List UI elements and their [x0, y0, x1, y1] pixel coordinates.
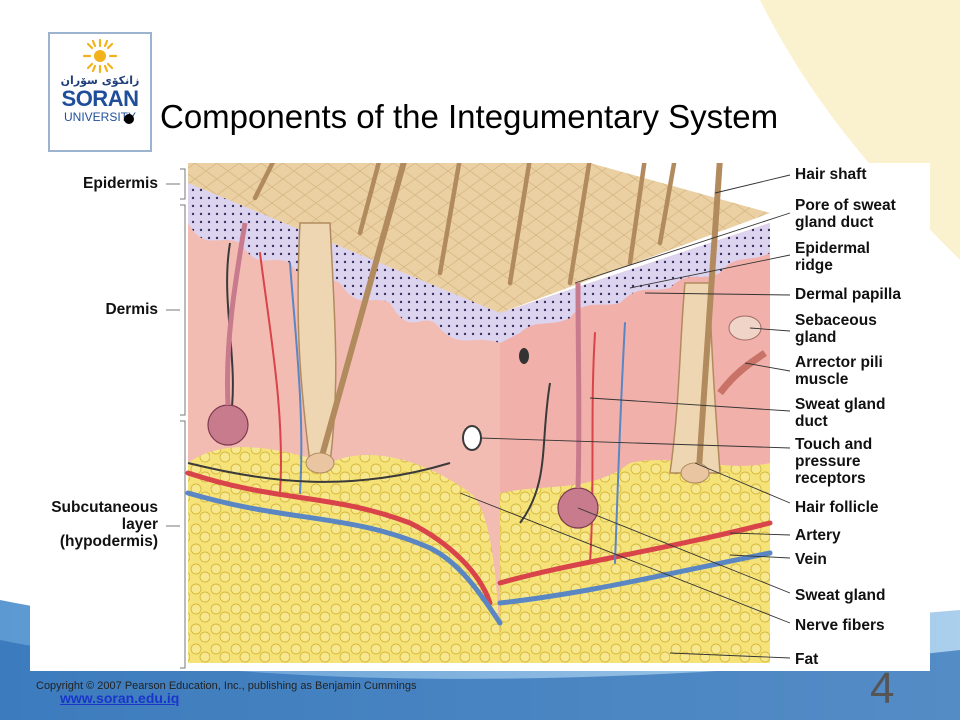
label-hair-shaft: Hair shaft: [795, 166, 867, 183]
label-subcutaneous: Subcutaneous layer (hypodermis): [51, 499, 158, 550]
slide-title: Components of the Integumentary System: [160, 98, 779, 135]
label-artery: Artery: [795, 527, 841, 544]
title-bullet: [124, 114, 134, 124]
layer-brackets: [166, 168, 186, 669]
logo-subtitle: UNIVERSITY: [63, 110, 136, 124]
label-hair-follicle: Hair follicle: [795, 499, 879, 516]
surface-hairs: [252, 155, 678, 286]
university-logo: زانكۆی سۆران SORAN UNIVERSITY: [48, 32, 152, 152]
university-url-link[interactable]: www.soran.edu.iq: [60, 690, 180, 706]
label-nerve-fibers: Nerve fibers: [795, 617, 885, 634]
sun-icon: [82, 38, 118, 74]
label-dermal-papilla: Dermal papilla: [795, 286, 901, 303]
skin-cross-section: [166, 155, 791, 669]
label-fat: Fat: [795, 651, 819, 668]
label-vein: Vein: [795, 551, 827, 568]
copyright-text: Copyright © 2007 Pearson Education, Inc.…: [36, 680, 417, 692]
skin-diagram: Epidermis Dermis Subcutaneous layer (hyp…: [30, 155, 930, 671]
leader-lines: [459, 174, 791, 659]
hair-follicle-left: [297, 157, 408, 474]
blood-vessels: [185, 252, 773, 626]
logo-arabic-text: زانكۆی سۆران: [60, 74, 140, 87]
page-number: 4: [870, 664, 895, 713]
touch-receptor: [462, 348, 529, 451]
logo-name: SORAN: [61, 86, 139, 111]
label-dermis: Dermis: [105, 301, 158, 318]
label-sweat-gland: Sweat gland: [795, 587, 886, 604]
label-epidermis: Epidermis: [83, 175, 158, 192]
